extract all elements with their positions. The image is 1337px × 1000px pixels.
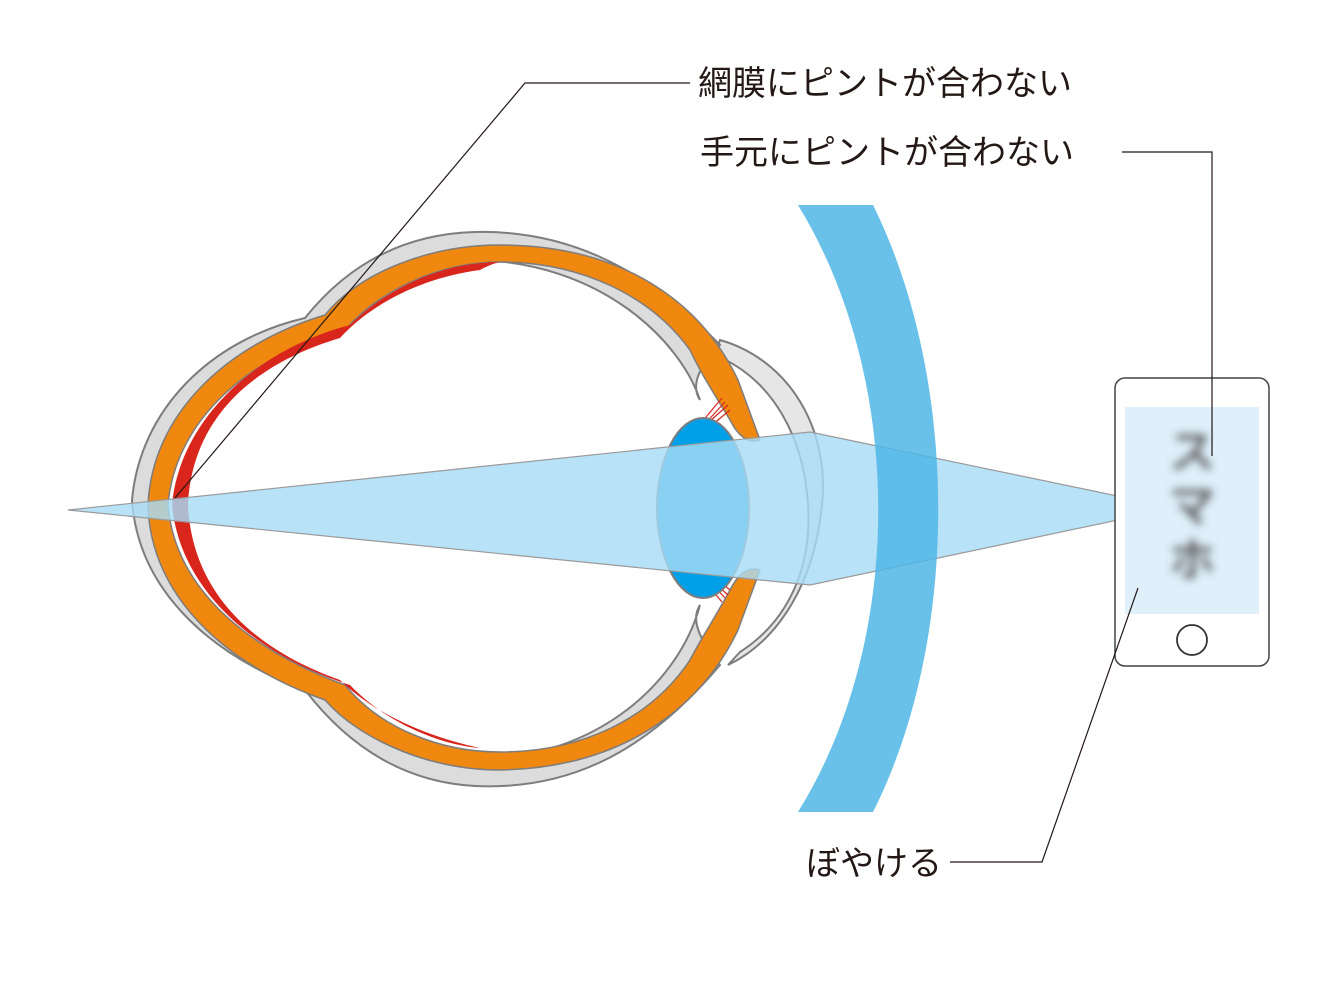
smartphone: ス マ ホ bbox=[1114, 377, 1270, 667]
circle-icon bbox=[1176, 624, 1208, 656]
leader-blur bbox=[950, 587, 1139, 863]
phone-screen bbox=[1125, 407, 1259, 614]
phone-char-2: マ bbox=[1169, 479, 1215, 533]
leader-retina bbox=[174, 82, 690, 499]
phone-char-1: ス bbox=[1169, 425, 1215, 479]
leader-near bbox=[1122, 151, 1213, 456]
label-near-focus: 手元にピントが合わない bbox=[700, 133, 1074, 173]
blurred-screen-text: ス マ ホ bbox=[1169, 425, 1215, 587]
leader-lines bbox=[174, 82, 1213, 863]
corrective-lens bbox=[798, 205, 939, 812]
light-cone bbox=[67, 431, 1176, 586]
label-blur: ぼやける bbox=[806, 844, 942, 884]
label-retina-focus: 網膜にピントが合わない bbox=[698, 64, 1072, 104]
phone-char-3: ホ bbox=[1169, 533, 1215, 587]
choroid bbox=[147, 244, 761, 771]
